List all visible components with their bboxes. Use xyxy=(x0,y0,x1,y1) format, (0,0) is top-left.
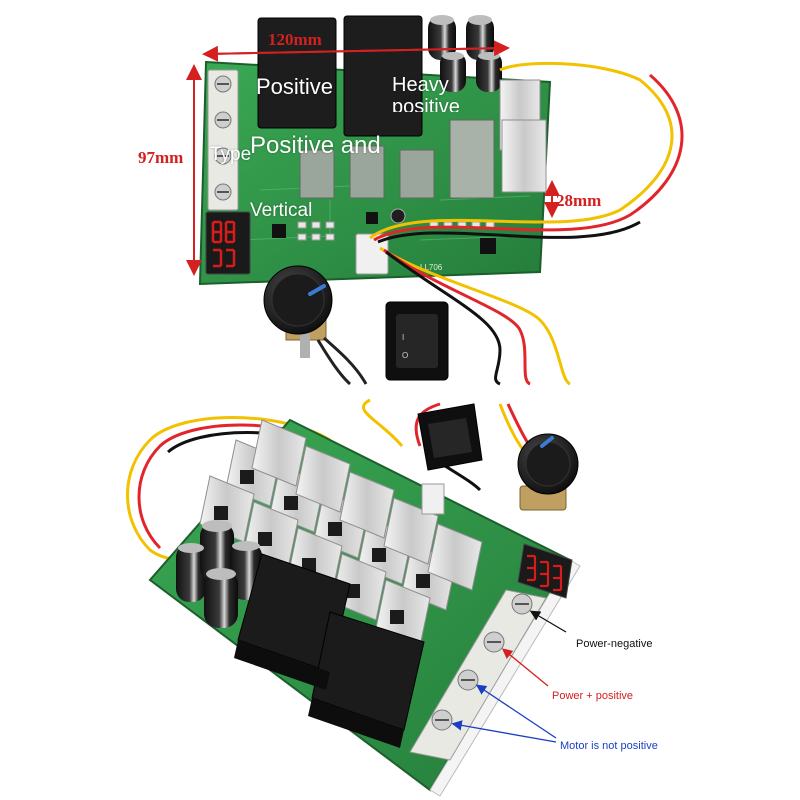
overlay-text-heavy: Heavy xyxy=(392,74,449,96)
heatsink-icon xyxy=(501,119,547,193)
top-silkscreen: LL706 xyxy=(420,263,443,272)
callout-motor: Motor is not positive xyxy=(560,740,658,752)
svg-text:I: I xyxy=(402,333,404,342)
capacitor-icon xyxy=(440,52,466,92)
seven-segment-display-icon xyxy=(211,220,236,268)
relay-icon xyxy=(257,17,337,129)
rocker-switch-icon xyxy=(417,403,483,471)
callout-power-positive: Power + positive xyxy=(552,690,634,702)
callout-power-negative: Power-negative xyxy=(576,638,653,650)
width-dimension-label: 120mm xyxy=(268,30,322,49)
bottom-relays xyxy=(234,553,425,748)
rocker-switch-icon: I O xyxy=(385,301,449,381)
heatsink-icon xyxy=(299,149,335,199)
overlay-text-positive-and: Positive and xyxy=(250,132,381,159)
overlay-text-positive: Positive xyxy=(256,74,334,99)
knob-icon xyxy=(517,433,579,511)
bottom-screw-terminal-block xyxy=(409,589,547,761)
bottom-photo xyxy=(126,398,581,797)
top-dimension-lines xyxy=(186,40,560,276)
relay-icon xyxy=(343,15,423,137)
top-heatsinks xyxy=(299,79,547,199)
heatsink-icon xyxy=(399,149,435,199)
bottom-seven-segment-display xyxy=(517,543,573,599)
top-wires xyxy=(369,61,684,386)
capacitor-icon xyxy=(476,52,502,92)
top-photo: LL706 I O xyxy=(186,15,684,386)
screw-terminal-icon xyxy=(431,593,533,731)
knob-icon xyxy=(263,265,368,386)
overlay-text-vertical: Vertical xyxy=(250,200,313,220)
height-dimension-label: 97mm xyxy=(138,148,184,167)
screw-terminal-icon xyxy=(214,75,232,201)
bottom-wire-connector xyxy=(421,483,445,515)
heatsink-icon xyxy=(349,145,385,199)
bottom-callout-arrows xyxy=(451,610,567,743)
depth-dimension-label: 28mm xyxy=(556,191,602,210)
svg-text:O: O xyxy=(402,351,408,360)
top-screw-terminal-block xyxy=(207,69,239,211)
capacitor-icon xyxy=(204,570,238,628)
capacitor-icon xyxy=(176,544,206,602)
bottom-capacitors xyxy=(176,520,262,628)
top-seven-segment-display xyxy=(205,211,251,275)
bottom-heatsink-array xyxy=(199,419,483,647)
overlay-text-positive-2: positive xyxy=(392,96,460,112)
capacitor-icon xyxy=(200,522,234,582)
overlay-text-type: Type xyxy=(210,144,252,165)
top-relays xyxy=(257,15,423,137)
seven-segment-display-icon xyxy=(527,554,563,592)
heatsink-icon xyxy=(449,119,495,199)
top-small-components xyxy=(297,221,495,241)
